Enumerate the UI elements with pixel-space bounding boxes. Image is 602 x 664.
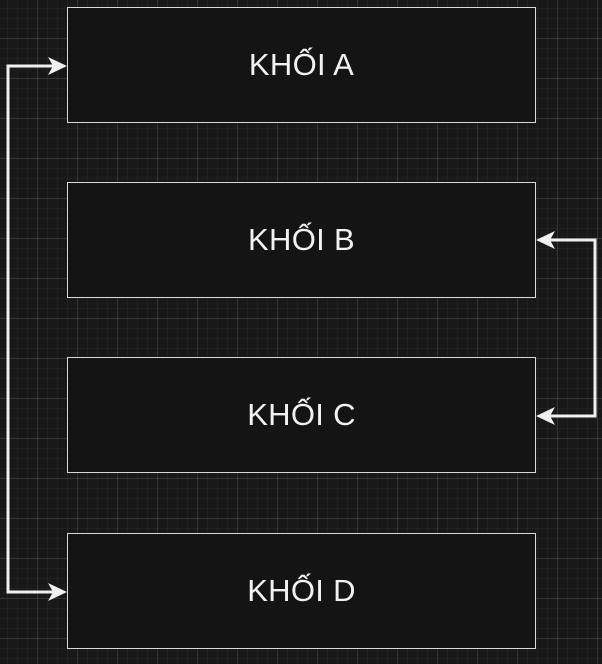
arrowhead-into-block-c — [536, 407, 555, 425]
block-a-label: KHỐI A — [248, 47, 355, 82]
block-c[interactable]: KHỐI C — [67, 357, 536, 473]
connector-b-c-line — [547, 238, 597, 418]
arrowhead-into-block-b — [536, 231, 555, 249]
block-a[interactable]: KHỐI A — [67, 7, 536, 123]
connector-a-d-line — [6, 64, 56, 594]
connector-a-d[interactable] — [6, 57, 67, 601]
block-b[interactable]: KHỐI B — [67, 182, 536, 298]
arrowhead-into-block-d — [48, 583, 67, 601]
block-d[interactable]: KHỐI D — [67, 533, 536, 649]
block-c-label: KHỐI C — [247, 397, 356, 432]
block-b-label: KHỐI B — [248, 222, 355, 257]
block-d-label: KHỐI D — [247, 573, 356, 608]
arrowhead-into-block-a — [48, 57, 67, 75]
connector-b-c[interactable] — [536, 231, 597, 425]
